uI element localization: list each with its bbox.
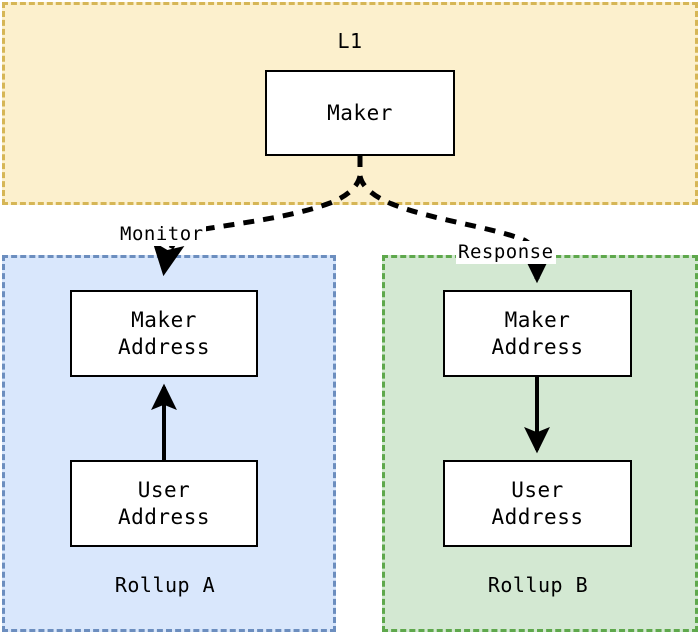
- edge-label-monitor: Monitor: [118, 223, 206, 246]
- node-rollup-b-maker-address[interactable]: Maker Address: [443, 290, 632, 377]
- node-rollup-a-maker-address[interactable]: Maker Address: [70, 290, 258, 377]
- edge-label-response: Response: [456, 241, 556, 264]
- node-rollup-b-user-address-line1: User: [511, 477, 564, 502]
- edge-monitor-path[interactable]: [152, 156, 363, 277]
- node-rollup-a-user-address[interactable]: User Address: [70, 460, 258, 547]
- node-rollup-a-maker-address-line1: Maker: [131, 307, 197, 332]
- node-rollup-b-maker-address-line1: Maker: [504, 307, 571, 332]
- node-rollup-a-maker-address-line2: Address: [117, 334, 210, 359]
- zone-label-rollup-a: Rollup A: [114, 573, 216, 597]
- edge-response-path[interactable]: [357, 156, 554, 284]
- node-l1-maker-line1: Maker: [327, 100, 393, 125]
- node-rollup-a-user-address-line1: User: [137, 477, 191, 502]
- zone-label-rollup-b: Rollup B: [487, 573, 589, 597]
- node-rollup-b-user-address[interactable]: User Address: [443, 460, 632, 547]
- zone-label-l1: L1: [337, 29, 363, 53]
- node-rollup-b-user-address-line2: Address: [491, 504, 584, 529]
- node-l1-maker[interactable]: Maker: [265, 70, 455, 156]
- node-rollup-a-user-address-line2: Address: [117, 504, 210, 529]
- node-rollup-b-maker-address-line2: Address: [491, 334, 584, 359]
